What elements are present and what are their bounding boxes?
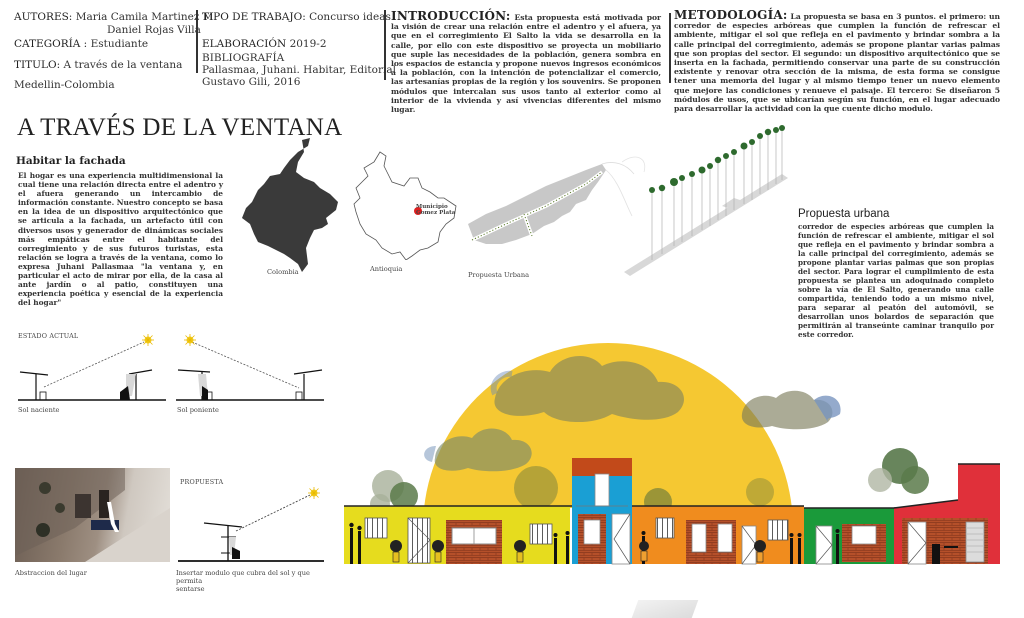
urban-plan-caption: Propuesta Urbana [468, 271, 530, 279]
insertar-caption: Insertar modulo que cubra del sol y que … [176, 569, 336, 593]
category-label: CATEGORÍA : [14, 38, 88, 50]
antioquia-map [352, 148, 462, 260]
methodology-label: METODOLOGÍA: [674, 8, 788, 22]
sun-icon [308, 487, 320, 499]
work-type-field: TIPO DE TRABAJO: Concurso ideas [202, 11, 391, 24]
sol-poniente-caption: Sol poniente [177, 406, 219, 414]
propuesta-diagram [176, 485, 326, 565]
location: Medellin-Colombia [14, 79, 115, 91]
methodology-text: La propuesta se basa en 3 puntos. el pri… [674, 12, 1000, 114]
introduction-label: INTRODUCCIÓN: [391, 9, 511, 23]
potted-plants [390, 540, 766, 563]
divider [196, 10, 198, 73]
introduction-text: Esta propuesta está motivada por la visi… [391, 13, 661, 115]
propuesta-label: PROPUESTA [180, 478, 224, 486]
habitar-text: El hogar es una experiencia multidimensi… [18, 171, 224, 308]
authors-field: AUTORES: Maria Camila Martinez M [14, 11, 213, 24]
introduction-block: INTRODUCCIÓN: Esta propuesta está motiva… [391, 9, 661, 115]
divider [384, 10, 386, 80]
colombia-caption: Colombia [267, 268, 299, 276]
propuesta-urbana-text: corredor de especies arbóreas que cumple… [798, 222, 994, 339]
author-1: Maria Camila Martinez M [75, 11, 214, 23]
authors-label: AUTORES: [14, 11, 73, 23]
sol-naciente-caption: Sol naciente [18, 406, 60, 414]
work-type-label: TIPO DE TRABAJO: [202, 11, 306, 23]
sun-icon [142, 334, 154, 346]
insertar-caption-line-1: Insertar modulo que cubra del sol y que … [176, 569, 310, 585]
facade-elevation-illustration [340, 328, 1000, 568]
elaboration-field: ELABORACIÓN 2019-2 [202, 38, 327, 51]
title-label: TITULO: [14, 59, 61, 71]
antioquia-caption: Antioquia [370, 265, 403, 273]
category-value: Estudiante [90, 38, 149, 50]
habitar-heading: Habitar la fachada [16, 155, 126, 167]
bibliography-line-2: Gustavo Gili, 2016 [202, 76, 301, 88]
module-render-fragment [631, 600, 699, 618]
people-silhouettes [349, 522, 958, 564]
bibliography-line-1: Pallasmaa, Juhani. Habitar, Editorial [202, 64, 396, 76]
insertar-caption-line-2: sentarse [176, 585, 205, 593]
title-value: A través de la ventana [63, 59, 183, 71]
abstraccion-photo [15, 468, 170, 562]
work-type-value: Concurso ideas [309, 11, 391, 23]
estado-actual-label: ESTADO ACTUAL [18, 332, 79, 340]
municipality-label-line-2: Gomez Plata [416, 210, 456, 217]
municipality-label: Municipio Gomez Plata [416, 204, 455, 216]
page-title: A TRAVÉS DE LA VENTANA [17, 114, 343, 141]
category-field: CATEGORÍA : Estudiante [14, 38, 148, 51]
propuesta-urbana-heading: Propuesta urbana [798, 208, 890, 220]
divider [669, 13, 671, 83]
elaboration-label: ELABORACIÓN [202, 38, 287, 50]
methodology-block: METODOLOGÍA: La propuesta se basa en 3 p… [674, 8, 1000, 114]
palm-corridor-axonometric [622, 122, 792, 277]
author-2: Daniel Rojas Villa [107, 24, 201, 36]
bibliography-label: BIBLIOGRAFÍA [202, 52, 285, 64]
elaboration-value: 2019-2 [289, 38, 327, 50]
colombia-map [240, 138, 340, 272]
municipality-label-line-1: Municipio [416, 204, 448, 210]
abstraccion-caption: Abstraccion del lugar [15, 569, 87, 577]
sun-icon [184, 334, 196, 346]
title-field: TITULO: A través de la ventana [14, 59, 182, 72]
urban-plan-map [466, 160, 636, 260]
sun-study-diagram [14, 330, 324, 405]
